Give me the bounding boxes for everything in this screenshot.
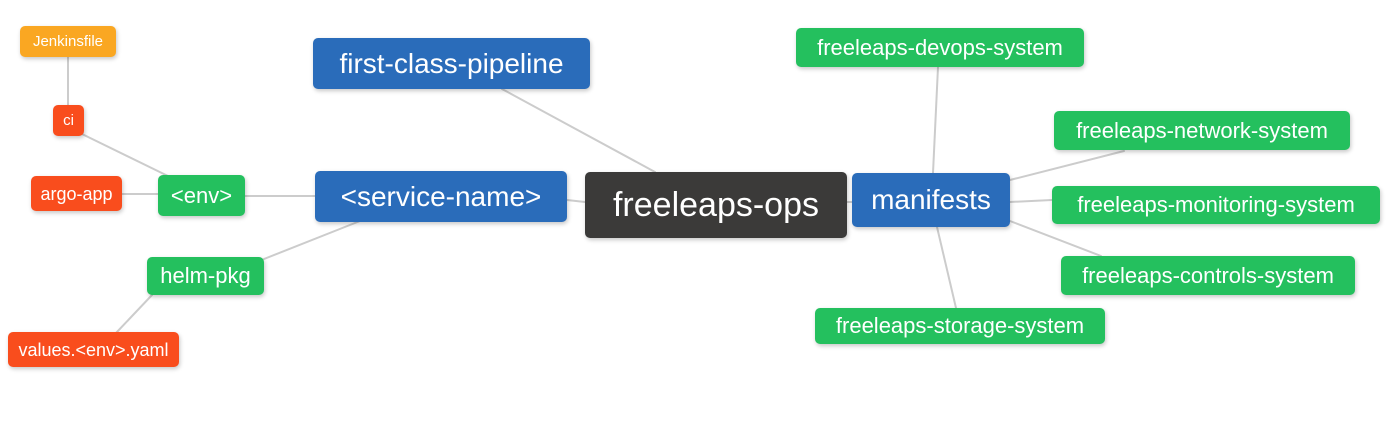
node-label: freeleaps-network-system: [1076, 117, 1328, 143]
node-label: <service-name>: [340, 180, 542, 212]
node-label: freeleaps-devops-system: [817, 34, 1063, 60]
node-argo-app[interactable]: argo-app: [31, 176, 122, 211]
node-label: Jenkinsfile: [32, 33, 104, 50]
edge-manifests--freeleaps-storage-system: [936, 226, 957, 309]
node-label: freeleaps-ops: [612, 186, 819, 224]
node-label: ci: [63, 112, 74, 129]
node-ci[interactable]: ci: [53, 105, 84, 136]
node-freeleaps-monitoring-system[interactable]: freeleaps-monitoring-system: [1052, 186, 1380, 224]
node-freeleaps-controls-system[interactable]: freeleaps-controls-system: [1061, 256, 1355, 295]
node-freeleaps-network-system[interactable]: freeleaps-network-system: [1054, 111, 1350, 150]
node-label: argo-app: [40, 183, 113, 204]
edge-ci--env: [81, 133, 171, 178]
node-jenkinsfile[interactable]: Jenkinsfile: [20, 26, 116, 57]
edge-service-name--helm-pkg: [263, 220, 361, 260]
node-freeleaps-devops-system[interactable]: freeleaps-devops-system: [796, 28, 1084, 67]
node-manifests[interactable]: manifests: [852, 173, 1010, 227]
node-label: freeleaps-controls-system: [1082, 262, 1334, 288]
edge-manifests--freeleaps-devops-system: [932, 66, 939, 174]
node-label: manifests: [871, 184, 991, 215]
edge-manifests--freeleaps-controls-system: [1009, 220, 1102, 257]
edge-manifests--freeleaps-network-system: [1009, 150, 1125, 181]
node-label: <env>: [170, 182, 233, 208]
node-first-class-pipeline[interactable]: first-class-pipeline: [313, 38, 590, 89]
node-freeleaps-storage-system[interactable]: freeleaps-storage-system: [815, 308, 1105, 344]
edge-service-name--freeleaps-ops: [566, 199, 586, 203]
edge-helm-pkg--values-env-yaml: [115, 294, 153, 334]
node-label: freeleaps-storage-system: [835, 313, 1085, 338]
node-env[interactable]: <env>: [158, 175, 245, 216]
node-values-env-yaml[interactable]: values.<env>.yaml: [8, 332, 179, 367]
node-freeleaps-ops[interactable]: freeleaps-ops: [585, 172, 847, 238]
node-label: first-class-pipeline: [339, 47, 564, 79]
edge-first-class-pipeline--freeleaps-ops: [501, 88, 656, 173]
node-label: freeleaps-monitoring-system: [1077, 192, 1355, 217]
node-label: helm-pkg: [160, 263, 251, 288]
node-label: values.<env>.yaml: [18, 339, 169, 360]
node-helm-pkg[interactable]: helm-pkg: [147, 257, 264, 295]
node-service-name[interactable]: <service-name>: [315, 171, 567, 222]
edge-manifests--freeleaps-monitoring-system: [1009, 199, 1053, 203]
